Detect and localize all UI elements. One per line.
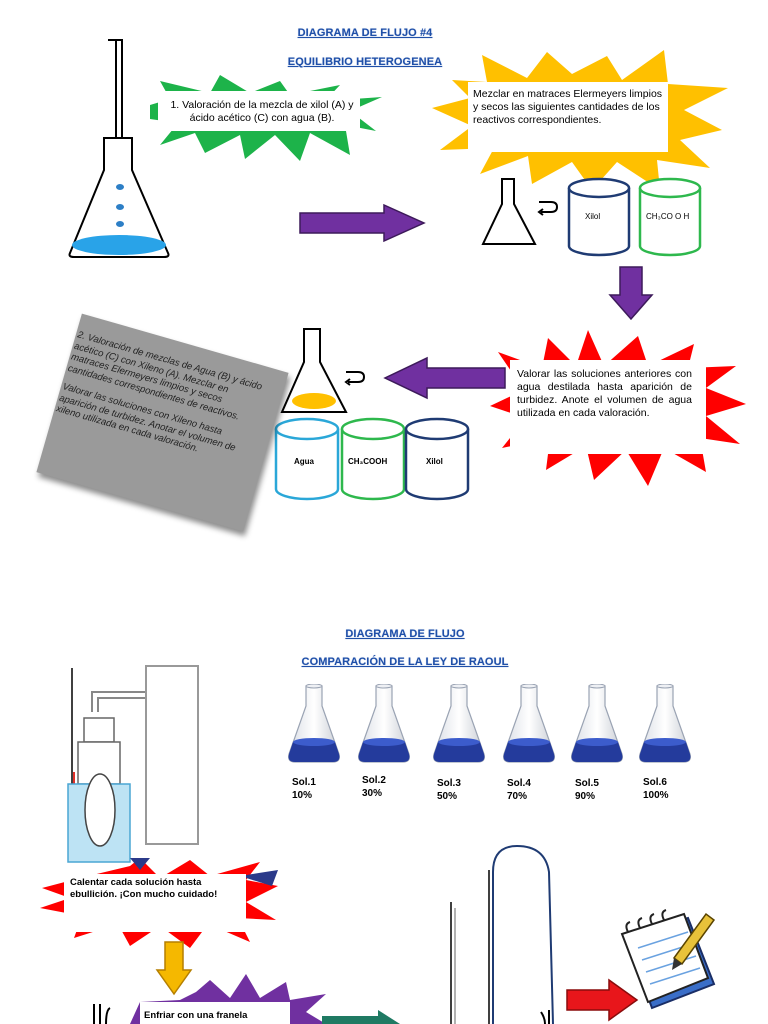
cool-instructions-text: Enfriar con una franela (144, 1010, 248, 1021)
solution-name: Sol.5 (575, 778, 599, 789)
distillation-apparatus-icon (67, 665, 199, 863)
clamp-icon (93, 1004, 111, 1024)
solution-percent: 50% (437, 791, 458, 802)
solution-label-5: Sol.5 90% (575, 777, 599, 803)
arrow-down-icon (608, 266, 654, 321)
swirl-icon (537, 201, 559, 216)
solution-percent: 100% (643, 790, 669, 801)
cylinder-agua-label: Agua (294, 457, 314, 466)
cylinder-acetic-acid (638, 177, 702, 257)
erlenmeyer-flask-4 (503, 684, 555, 763)
solution-percent: 30% (362, 788, 383, 799)
titrate-instructions-text: Valorar las soluciones anteriores con ag… (517, 368, 692, 419)
erlenmeyer-flask-6 (639, 684, 691, 763)
erlenmeyer-flask-2 (358, 684, 410, 763)
solution-percent: 70% (507, 791, 528, 802)
cylinder-acetic-2-label: CH₃COOH (348, 457, 388, 466)
flask-yellow-icon (280, 328, 348, 413)
flow-title-raoult: DIAGRAMA DE FLUJO (345, 628, 465, 640)
solution-label-1: Sol.1 10% (292, 776, 316, 802)
flow-subtitle-equilibrium: EQUILIBRIO HETEROGENEA (287, 56, 443, 68)
cylinder-xilol-label: Xilol (585, 212, 601, 221)
solution-label-3: Sol.3 50% (437, 777, 461, 803)
small-flask-icon (481, 178, 537, 245)
burette-flask-icon (68, 39, 170, 258)
arrow-right-icon (299, 203, 426, 243)
notepad-pencil-icon (620, 909, 716, 1010)
solution-label-6: Sol.6 100% (643, 776, 669, 802)
erlenmeyer-flask-5 (571, 684, 623, 763)
arrow-right-teal-icon (322, 1010, 400, 1024)
solution-name: Sol.3 (437, 778, 461, 789)
yellow-star-shape (432, 50, 728, 190)
erlenmeyer-flask-3 (433, 684, 485, 763)
solution-name: Sol.6 (643, 777, 667, 788)
flow-title-4: DIAGRAMA DE FLUJO #4 (297, 27, 433, 39)
arrow-left-icon (383, 356, 506, 400)
solution-label-4: Sol.4 70% (507, 777, 531, 803)
solution-name: Sol.2 (362, 775, 386, 786)
cylinder-acetic-2 (340, 417, 406, 501)
cylinder-xilol-2-label: Xilol (426, 457, 443, 466)
manometer-tube-icon (450, 844, 554, 1024)
erlenmeyer-flask-1 (288, 684, 340, 763)
solution-name: Sol.4 (507, 778, 531, 789)
purple-star-shape (130, 974, 326, 1024)
cylinder-agua (274, 417, 340, 501)
green-star-shape (150, 75, 382, 161)
solution-label-2: Sol.2 30% (362, 774, 386, 800)
heat-instructions-text: Calentar cada solución hasta ebullición.… (70, 877, 218, 900)
flow-subtitle-raoult: COMPARACIÓN DE LA LEY DE RAOUL (301, 656, 509, 668)
cylinder-acetic-label: CH₃CO O H (646, 212, 690, 221)
arrow-right-red-icon (566, 978, 639, 1022)
red-star-shape (490, 330, 746, 486)
mix-instructions-text: Mezclar en matraces Elermeyers limpios y… (473, 88, 663, 126)
swirl-icon-2 (344, 371, 366, 386)
arrow-down-orange-icon (155, 941, 193, 996)
cylinder-xilol (567, 177, 631, 257)
solution-name: Sol.1 (292, 777, 316, 788)
step1-text: 1. Valoración de la mezcla de xilol (A) … (170, 99, 354, 124)
solution-percent: 90% (575, 791, 596, 802)
solution-percent: 10% (292, 790, 313, 801)
red-star-heat-shape (40, 858, 278, 948)
cylinder-xilol-2 (404, 417, 470, 501)
